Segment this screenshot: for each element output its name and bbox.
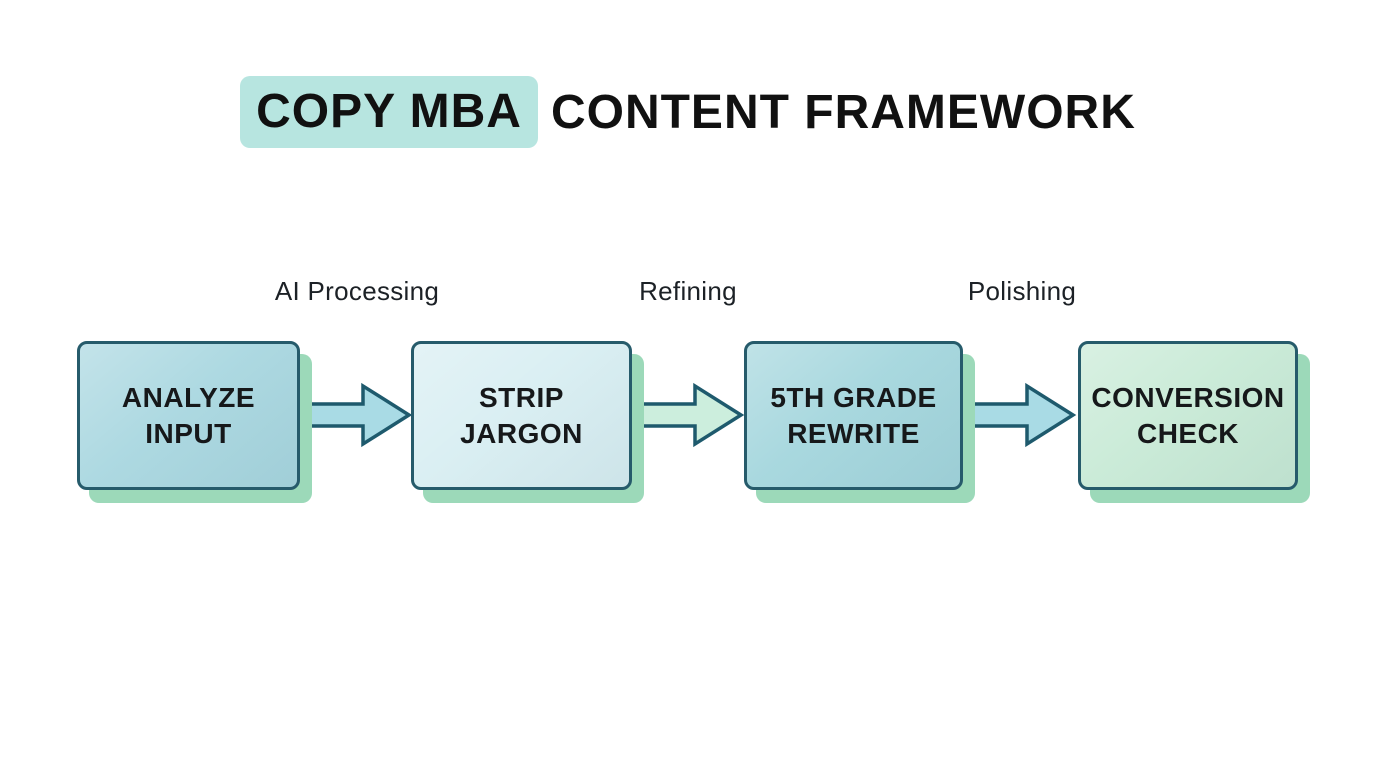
flow-step-conversion-check: CONVERSION CHECK	[1078, 341, 1298, 490]
arrow-right-icon	[629, 382, 745, 448]
arrow-right-shape	[961, 382, 1077, 448]
flow-step-strip-jargon: STRIP JARGON	[411, 341, 632, 490]
arrow-right-icon	[297, 382, 413, 448]
arrow-right-shape	[629, 382, 745, 448]
arrow-right-icon	[961, 382, 1077, 448]
stage-label-ai-processing: AI Processing	[274, 276, 440, 306]
title-rest-text: CONTENT FRAMEWORK	[550, 85, 1136, 139]
flow-step-analyze-input: ANALYZE INPUT	[77, 341, 300, 490]
flow-step-5th-grade-rewrite: 5TH GRADE REWRITE	[744, 341, 963, 490]
stage-label-polishing: Polishing	[967, 276, 1077, 306]
title-highlight-copy-mba: COPY MBA	[240, 76, 538, 148]
page-title: COPY MBA CONTENT FRAMEWORK	[0, 76, 1376, 148]
arrow-right-shape	[297, 382, 413, 448]
stage-label-refining: Refining	[639, 276, 737, 306]
